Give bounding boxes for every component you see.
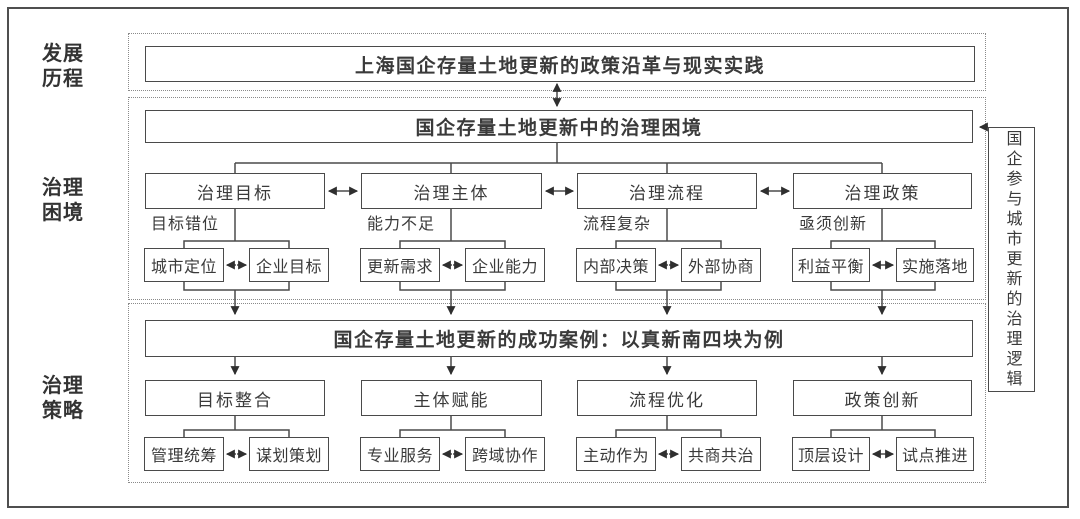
strategy-pair-box: 跨域协作 [465, 437, 545, 471]
strategy-pair-box: 管理统筹 [144, 437, 224, 471]
dilemma-pair-box: 内部决策 [576, 248, 656, 282]
top-banner: 上海国企存量土地更新的政策沿革与现实实践 [145, 46, 975, 82]
strategy-header-goal-integration: 目标整合 [145, 380, 325, 416]
row-label-governance-dilemma: 治理 困境 [42, 176, 102, 226]
issue-label-process: 流程复杂 [583, 216, 652, 233]
dilemma-banner: 国企存量土地更新中的治理困境 [145, 110, 973, 143]
dilemma-pair-box: 外部协商 [681, 248, 761, 282]
strategy-pair-box: 共商共治 [681, 437, 761, 471]
dilemma-header-goal: 治理目标 [145, 173, 325, 209]
dilemma-header-process: 治理流程 [577, 173, 757, 209]
strategy-pair-box: 谋划策划 [249, 437, 329, 471]
row-label-line: 治理 [42, 375, 84, 397]
strategy-pair-box: 专业服务 [360, 437, 440, 471]
strategy-pair-box: 试点推进 [896, 437, 974, 471]
dilemma-pair-box: 企业目标 [249, 248, 329, 282]
strategy-header-subject-empowerment: 主体赋能 [361, 380, 542, 416]
strategy-header-policy-innovation: 政策创新 [793, 380, 972, 416]
section-governance-strategy [128, 303, 986, 483]
row-label-line: 策略 [42, 400, 84, 423]
issue-label-policy: 亟须创新 [799, 216, 868, 233]
strategy-header-process-optimization: 流程优化 [577, 380, 757, 416]
row-label-line: 困境 [42, 202, 84, 225]
dilemma-header-policy: 治理政策 [793, 173, 972, 209]
dilemma-pair-box: 实施落地 [896, 248, 974, 282]
issue-label-goal: 目标错位 [151, 216, 220, 233]
row-label-governance-strategy: 治理 策略 [42, 374, 102, 424]
issue-label-subject: 能力不足 [367, 216, 436, 233]
dilemma-pair-box: 利益平衡 [792, 248, 870, 282]
row-label-line: 发展 [42, 43, 84, 65]
dilemma-pair-box: 更新需求 [360, 248, 440, 282]
strategy-pair-box: 顶层设计 [792, 437, 870, 471]
dilemma-pair-box: 企业能力 [465, 248, 545, 282]
governance-logic-vertical-label: 国企参与城市更新的治理逻辑 [988, 127, 1035, 392]
dilemma-header-subject: 治理主体 [361, 173, 542, 209]
row-label-development-history: 发展 历程 [42, 42, 102, 92]
dilemma-pair-box: 城市定位 [144, 248, 224, 282]
case-banner: 国企存量土地更新的成功案例：以真新南四块为例 [145, 320, 973, 357]
row-label-line: 历程 [42, 68, 84, 91]
row-label-line: 治理 [42, 177, 84, 199]
strategy-pair-box: 主动作为 [576, 437, 656, 471]
